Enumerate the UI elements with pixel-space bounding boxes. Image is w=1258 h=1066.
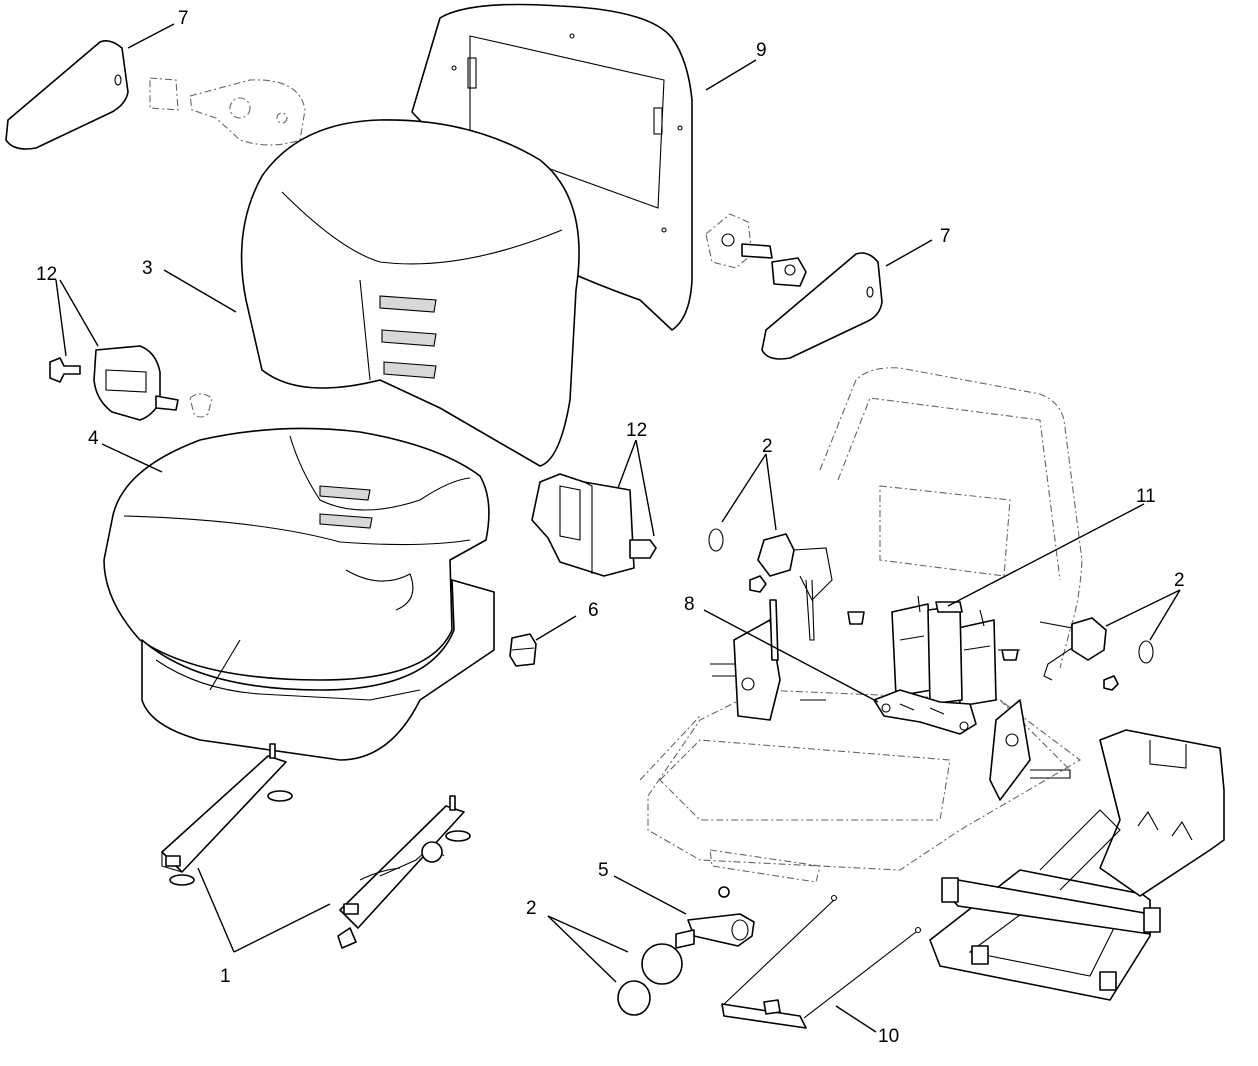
callout-labels: 1 2 2 2 3 4 5 6 7 7 8 9 10 11 12 12 xyxy=(36,8,1185,1047)
callout-2-center: 2 xyxy=(762,436,773,457)
nuts xyxy=(749,575,1119,691)
callout-2-bottom: 2 xyxy=(526,898,537,919)
right-slide-rail-with-latch xyxy=(337,795,471,949)
seat-back-shell xyxy=(411,3,693,331)
left-seatbelt-bolt xyxy=(49,357,81,383)
seat-frame-outline xyxy=(639,367,1083,883)
callout-3: 3 xyxy=(142,258,153,279)
right-armrest-pad xyxy=(761,252,883,360)
callout-12-left: 12 xyxy=(36,264,57,285)
release-cables xyxy=(721,894,922,1029)
callout-7-right: 7 xyxy=(940,226,951,247)
left-slide-rail xyxy=(161,743,293,886)
lumbar-ring-left xyxy=(708,528,724,552)
callout-10: 10 xyxy=(878,1026,899,1047)
lumbar-knob-right xyxy=(1039,617,1107,681)
callout-7-left: 7 xyxy=(178,8,189,29)
seat-back-cushion xyxy=(240,119,580,467)
callout-8: 8 xyxy=(684,594,695,615)
callout-11: 11 xyxy=(1136,486,1156,507)
callout-5: 5 xyxy=(598,860,609,881)
lever-knob-cap xyxy=(617,980,651,1016)
right-armrest-hinge xyxy=(705,213,807,287)
left-armrest-hinge xyxy=(149,77,306,146)
lumbar-bracket xyxy=(873,689,977,735)
callout-9: 9 xyxy=(756,40,767,61)
lumbar-knob-left xyxy=(757,533,833,641)
left-armrest-pad xyxy=(5,40,129,150)
seat-bottom-cushion xyxy=(103,427,490,681)
suspension-base xyxy=(929,729,1225,1001)
lumbar-ring-right xyxy=(1138,640,1154,664)
left-seatbelt-retractor xyxy=(93,345,179,421)
seat-switch xyxy=(509,633,537,667)
tilt-lever-bracket xyxy=(687,886,755,947)
callout-6: 6 xyxy=(588,600,599,621)
callout-12-right: 12 xyxy=(626,420,647,441)
callout-1: 1 xyxy=(220,966,231,987)
callout-4: 4 xyxy=(88,428,99,449)
callout-2-right: 2 xyxy=(1174,570,1185,591)
frame-side-brackets xyxy=(710,599,1071,801)
leader-lines xyxy=(55,23,1181,1033)
mounting-screw xyxy=(189,393,213,418)
right-seatbelt-bolt xyxy=(629,539,657,559)
seat-pan xyxy=(141,579,495,761)
lever-knob xyxy=(641,929,695,985)
right-seatbelt-retractor xyxy=(531,473,635,577)
lumbar-support-assembly xyxy=(891,595,997,707)
